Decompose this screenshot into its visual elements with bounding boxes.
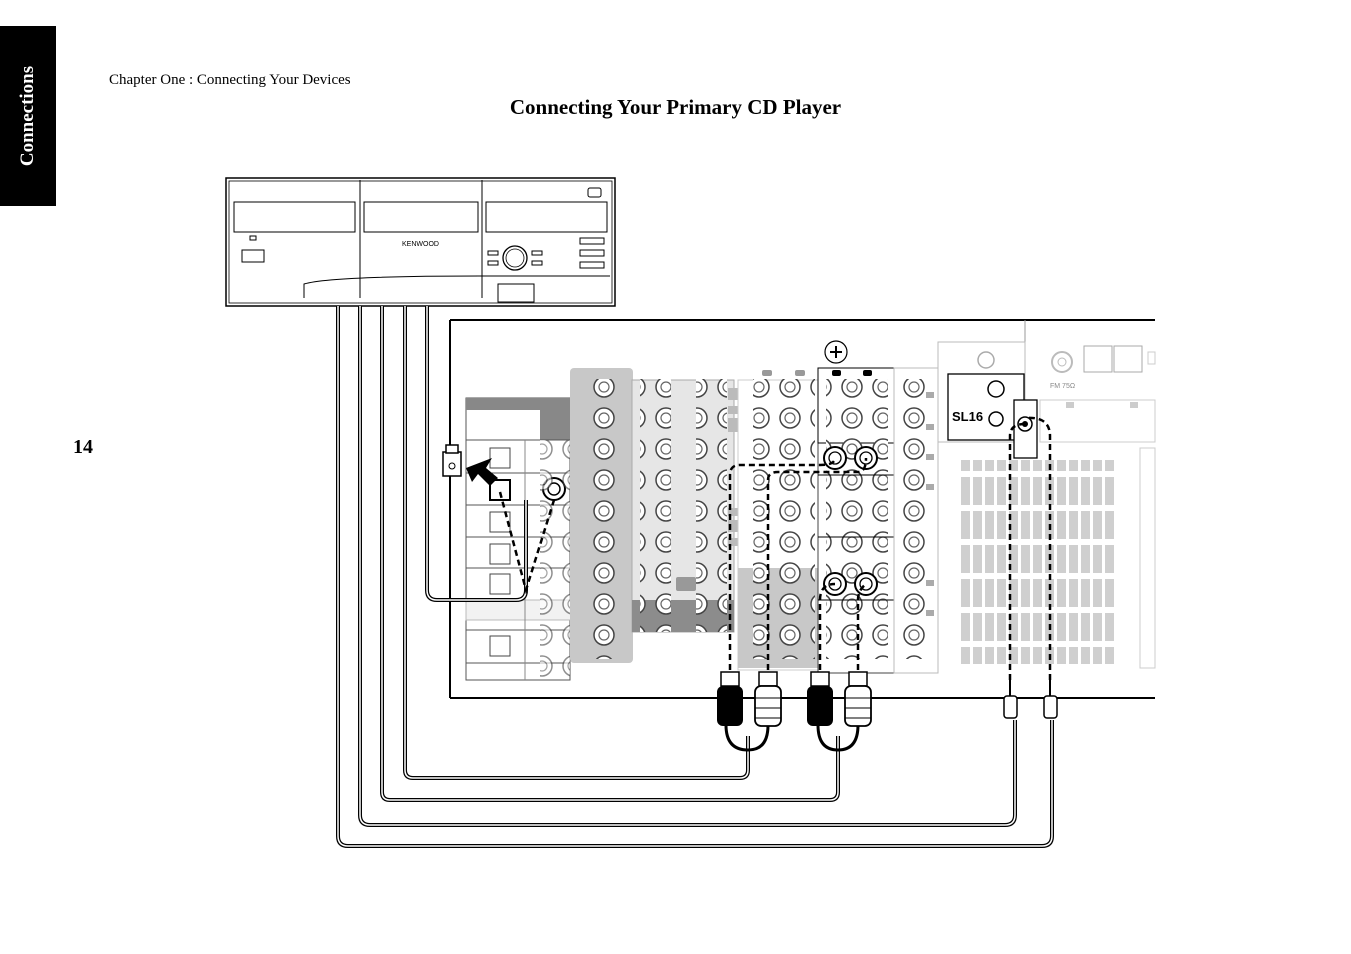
sl16-label: SL16 xyxy=(952,409,983,424)
system-control-cables xyxy=(336,306,1054,848)
analog-audio-cables xyxy=(380,306,868,802)
page-title: Connecting Your Primary CD Player xyxy=(509,95,842,119)
cd-player: KENWOOD xyxy=(225,177,616,307)
insert-arrow-icon xyxy=(466,458,498,486)
optical-cable xyxy=(425,306,556,602)
rca-plugs xyxy=(717,671,872,727)
mini-plugs xyxy=(1003,680,1058,719)
fm-antenna-label: FM 75Ω xyxy=(1050,383,1075,390)
section-tab: Connections xyxy=(0,26,56,206)
receiver-rear-panel: SL16 FM 75Ω xyxy=(449,319,1156,699)
page-number: 14 xyxy=(73,436,93,458)
optical-plug xyxy=(442,444,498,486)
cd-brand-logo: KENWOOD xyxy=(402,241,439,248)
chapter-heading: Chapter One : Connecting Your Devices xyxy=(109,72,351,88)
